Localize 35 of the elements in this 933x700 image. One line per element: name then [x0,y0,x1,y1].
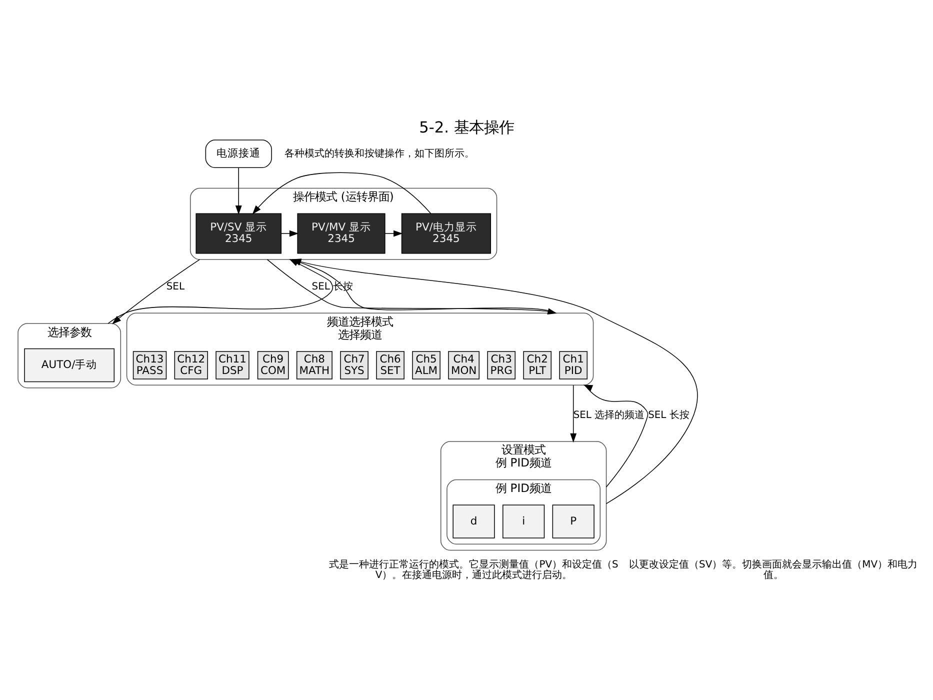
node-box: Ch2 PLT [523,350,552,379]
node-box: Ch5 ALM [412,350,440,379]
label: 各种模式的转换和按键操作，如下图所示。 [284,148,475,159]
edge-label: SEL 选择的频道 [573,410,645,421]
arrow [280,230,299,236]
node-box: Ch12 CFG [174,350,208,379]
node-box: AUTO/手动 [24,348,115,382]
arrow [235,166,242,214]
node-box: d [452,504,495,538]
node-box: Ch11 DSP [216,350,250,379]
node-box: P [552,504,594,538]
edge-label: SEL 长按 [312,281,354,292]
node-box: Ch1 PID [559,350,588,379]
node-box: Ch3 PRG [487,350,516,379]
node-box: Ch4 MON [448,350,480,379]
label: 式是一种进行正常运行的模式。它显示测量值（PV）和设定值（SV）。在接通电源时，通过此模式进行启动。 [329,558,618,581]
node-box: Ch8 MATH [296,350,332,379]
node-box: Ch13 PASS [132,350,167,379]
node-box: PV/电力显示 2345 [401,212,492,254]
arrow [112,258,200,324]
node-box: Ch7 SYS [340,350,368,379]
node-box: PV/SV 显示 2345 [196,212,282,254]
node-box: Ch9 COM [257,350,289,379]
node-box: 电源接通 [205,139,272,168]
arrow [384,230,403,236]
edge-label: SEL 长按 [648,410,690,421]
arrow [583,384,648,487]
arrow [570,384,577,442]
arrow [252,172,432,214]
node-box: i [502,504,545,538]
label: 以更改设定值（SV）等。切换画面就会显示输出值（MV）和电力值。 [629,558,918,581]
diagram-title: 5-2. 基本操作 [419,118,514,136]
edge-label: SEL [166,281,184,292]
node-box: PV/MV 显示 2345 [297,212,386,254]
node-box: Ch6 SET [376,350,404,379]
